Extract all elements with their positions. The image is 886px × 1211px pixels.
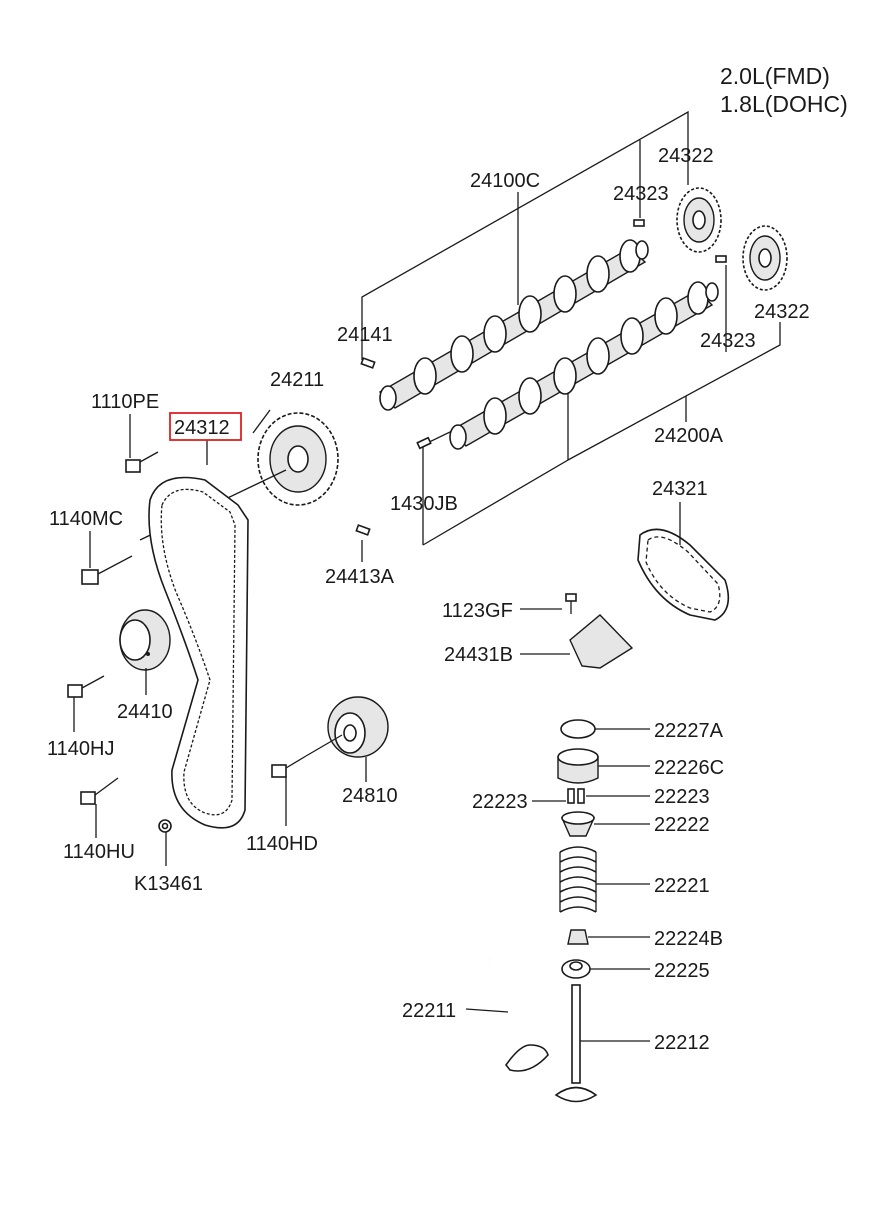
timing-belt-24312 — [148, 476, 249, 829]
camshaft-24100c — [378, 239, 649, 411]
exhaust-valve-22212 — [554, 984, 598, 1103]
label-1140hd: 1140HD — [246, 833, 318, 855]
label-22226c: 22226C — [654, 757, 724, 779]
label-1140hj: 1140HJ — [47, 738, 114, 760]
label-22224b: 22224B — [654, 928, 723, 950]
label-24413a: 24413A — [325, 566, 395, 588]
label-24100c: 24100C — [470, 170, 540, 192]
label-24323-a: 24323 — [613, 183, 669, 205]
label-24322-a: 24322 — [658, 145, 714, 167]
label-22223-left: 22223 — [472, 791, 528, 813]
bolt-1140hd — [271, 755, 307, 778]
cam-sprocket-24322-lower — [742, 225, 788, 291]
label-24431b: 24431B — [444, 644, 513, 666]
cam-sprocket-24322-upper — [676, 187, 722, 253]
valve-spring-22221 — [559, 846, 597, 913]
label-24323-b: 24323 — [700, 330, 756, 352]
label-22221: 22221 — [654, 875, 710, 897]
cam-pulley-24211 — [257, 412, 339, 506]
bolt-1110pe — [125, 451, 159, 473]
pin-24141 — [360, 357, 376, 369]
label-1140hu: 1140HU — [63, 841, 135, 863]
label-1140mc: 1140MC — [49, 508, 123, 530]
label-24141: 24141 — [337, 324, 393, 346]
key-24323-lower — [715, 255, 727, 263]
label-1430jb: 1430JB — [390, 493, 458, 515]
plate-24431b — [569, 614, 634, 669]
label-24200a: 24200A — [654, 425, 724, 447]
camshaft-24200a — [449, 281, 719, 450]
label-24810: 24810 — [342, 785, 398, 807]
label-22225: 22225 — [654, 960, 710, 982]
cam-chain-24321 — [637, 528, 730, 621]
retainer-lock-22223 — [567, 788, 585, 804]
label-24410: 24410 — [117, 701, 173, 723]
label-22223-right: 22223 — [654, 786, 710, 808]
tappet-22226c — [557, 748, 599, 784]
engine-spec-line2: 1.8L(DOHC) — [720, 91, 848, 117]
engine-spec-line1: 2.0L(FMD) — [720, 63, 830, 89]
label-24321: 24321 — [652, 478, 708, 500]
key-24323-upper — [633, 219, 645, 227]
bolt-1140mc — [81, 555, 133, 585]
label-22227a: 22227A — [654, 720, 724, 742]
idler-pulley-24810 — [327, 696, 389, 758]
valve-seal-22224b — [567, 929, 589, 945]
label-1123gf: 1123GF — [442, 600, 513, 622]
shim-22227a — [560, 719, 596, 739]
label-k13461: K13461 — [134, 873, 203, 895]
label-24312: 24312 — [174, 417, 230, 439]
spring-seat-22225 — [561, 959, 591, 979]
pin-1430jb — [416, 436, 432, 450]
tensioner-pulley-24410 — [119, 609, 171, 671]
label-22212: 22212 — [654, 1032, 710, 1054]
label-22211: 22211 — [402, 1000, 456, 1022]
intake-valve-22211 — [487, 958, 549, 1072]
pin-24413a — [355, 524, 371, 536]
label-24211: 24211 — [270, 369, 324, 391]
bolt-1140hu — [80, 777, 119, 805]
bolt-1123gf — [565, 593, 577, 614]
nut-k13461 — [158, 819, 172, 833]
label-1110pe: 1110PE — [91, 391, 159, 413]
label-24322-b: 24322 — [754, 301, 810, 323]
label-22222: 22222 — [654, 814, 710, 836]
spring-retainer-22222 — [560, 811, 596, 837]
highlight-box-24312 — [169, 412, 242, 441]
leader-lines — [73, 409, 681, 1042]
bolt-1140hj — [67, 675, 105, 698]
camshaft-leader-lines — [361, 110, 781, 546]
